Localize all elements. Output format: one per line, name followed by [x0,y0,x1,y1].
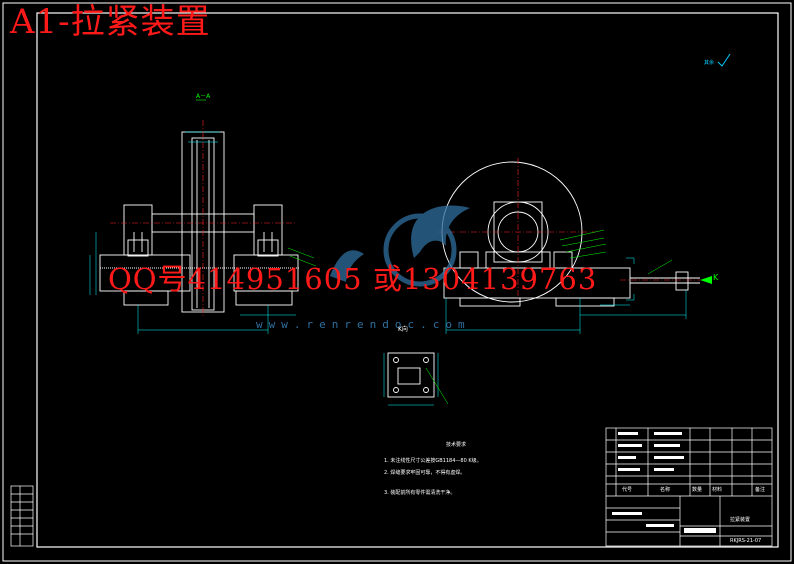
section-view-a-leaders [287,247,317,267]
drawing-frame [36,12,779,548]
tb-col-qty: 数量 [692,487,703,493]
roughness-label: 其余 [704,60,715,66]
tb-col-code: 代号 [622,487,633,493]
title-block [605,427,773,547]
tb-col-material: 材料 [712,487,723,493]
overlay-title: A1-拉紧装置 [10,2,211,42]
tb-col-name: 名称 [660,487,671,493]
direction-marker: K [713,273,719,282]
notes-title: 技术要求 [446,442,467,448]
tb-col-remark: 备注 [755,487,766,493]
note-item: 1. 未注线性尺寸公差按GB1184—80 K级。 [384,458,482,464]
section-view-a-centerlines [110,120,296,318]
k-view-dims [383,353,439,406]
watermark-url: www.renrendoc.com [256,318,471,331]
elevation-view-dims [445,257,687,334]
elevation-view-centerlines [438,158,700,300]
tb-drawing-no: RKJRS-21-07 [730,538,762,544]
direction-arrow-icon [700,276,712,284]
view-label: K向 [398,326,408,333]
title-block-fills [612,432,716,533]
watermark-emblem [330,205,470,287]
section-label: A－A [196,93,211,100]
k-view [387,352,435,398]
k-view-leaders [425,367,449,405]
elevation-view-leaders [559,229,673,275]
overlay-contact: QQ号414951605 或1304139763 [108,262,598,296]
margin-record-block [10,485,34,547]
section-view-a-dims [89,131,296,334]
tb-drawing-name: 拉紧装置 [730,517,751,523]
roughness-check-icon [717,53,731,67]
note-item: 2. 焊缝要求牢固可靠，不得有虚焊。 [384,470,466,476]
note-item: 3. 装配前所有零件需清洗干净。 [384,490,456,496]
